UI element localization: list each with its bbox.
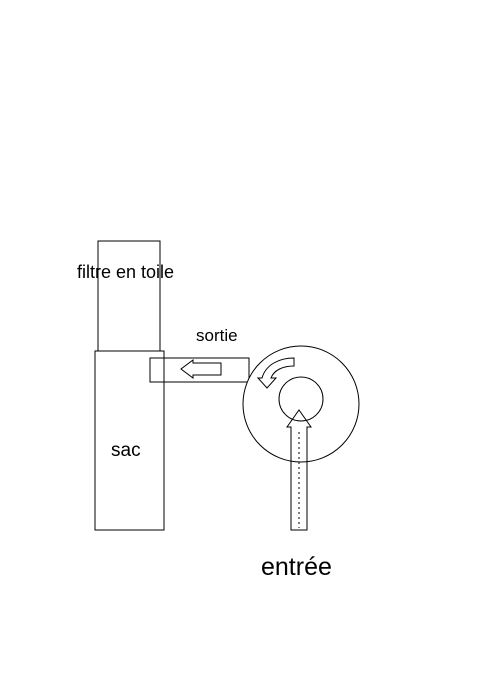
inlet-arrow-icon <box>286 409 312 531</box>
rotation-arrow-icon <box>256 357 295 389</box>
fan-intake-circle <box>278 376 324 422</box>
filter-cloth-box <box>97 240 161 352</box>
fan-housing <box>242 345 360 463</box>
outlet-duct <box>149 357 250 383</box>
inlet-label: entrée <box>261 553 332 581</box>
bag-box <box>94 350 165 531</box>
outlet-arrow-icon <box>180 359 222 379</box>
bag-label: sac <box>111 440 141 461</box>
outlet-label: sortie <box>196 326 238 345</box>
filter-label: filtre en toile <box>77 262 175 282</box>
